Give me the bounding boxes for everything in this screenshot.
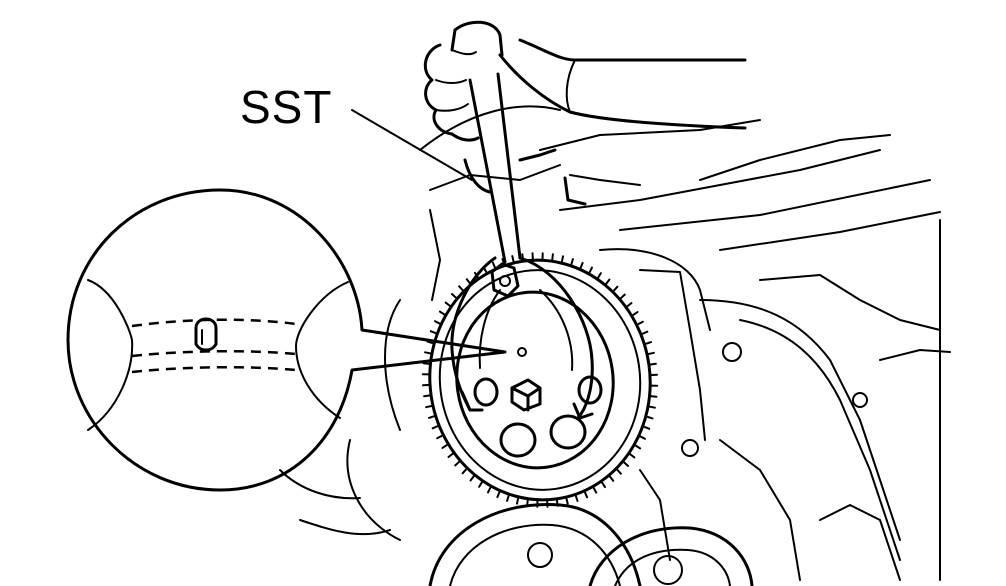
gear-teeth (421, 252, 659, 508)
sst-callout-label: SST (240, 81, 333, 133)
magnified-detail (66, 188, 507, 492)
camshaft-pulley (421, 252, 659, 508)
hand (423, 20, 747, 206)
gear-tooth (421, 252, 659, 508)
lower-gears (428, 502, 754, 586)
sst-leader-line (351, 109, 473, 181)
engine-block (279, 105, 951, 581)
sst-wrench (450, 72, 594, 420)
